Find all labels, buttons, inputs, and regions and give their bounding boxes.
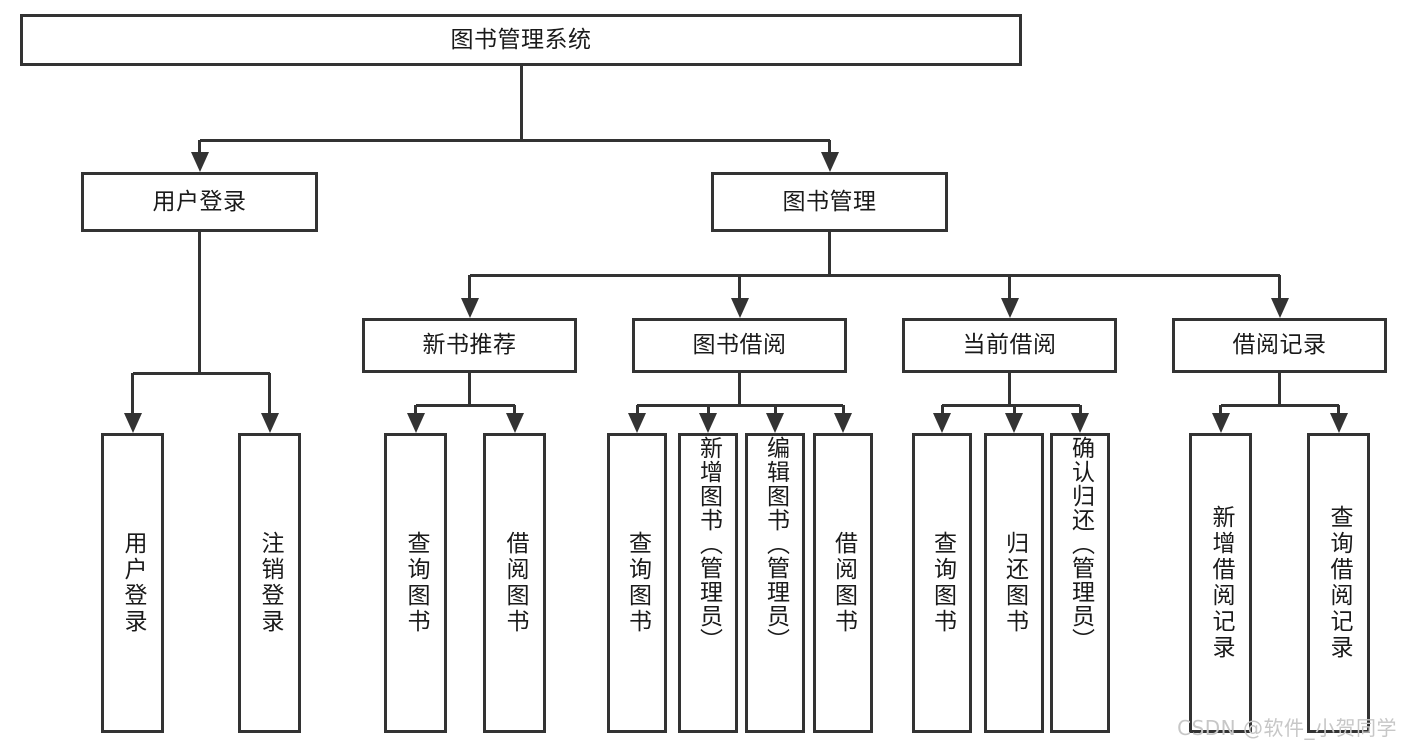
node-leaf-label: 确认归还（管理员） [1067, 436, 1094, 652]
node-level3-label: 借阅记录 [1232, 332, 1327, 359]
connector-vertical [414, 405, 417, 413]
node-root-label: 图书管理系统 [450, 26, 592, 53]
node-leaf-label: 编辑图书（管理员） [762, 436, 789, 652]
node-leaf-0[interactable]: 用户登录 [101, 433, 164, 733]
connector-borrow-record-bus [1220, 403, 1339, 407]
node-leaf-label: 注销登录 [257, 531, 283, 635]
connector-vertical [706, 405, 710, 413]
connector-vertical [1078, 405, 1082, 413]
node-level3-3[interactable]: 借阅记录 [1172, 318, 1387, 373]
node-leaf-2[interactable]: 查询图书 [384, 433, 447, 733]
node-leaf-label: 新增借阅记录 [1208, 505, 1234, 661]
arrow-head-icon [730, 298, 749, 318]
arrow-head-icon [1005, 413, 1023, 433]
node-level2-0[interactable]: 用户登录 [81, 172, 318, 232]
node-leaf-9[interactable]: 归还图书 [984, 433, 1044, 733]
connector-vertical [198, 140, 201, 152]
connector-vertical [773, 405, 777, 413]
node-level3-label: 新书推荐 [422, 332, 517, 359]
arrow-head-icon [699, 413, 717, 433]
connector-book-borrow-bus [637, 403, 843, 407]
node-leaf-label: 新增图书（管理员） [695, 436, 722, 652]
arrow-head-icon [766, 413, 784, 433]
connector-mgmt-stem [828, 232, 831, 275]
arrow-head-icon [1270, 298, 1289, 318]
node-level2-1[interactable]: 图书管理 [711, 172, 948, 232]
arrow-head-icon [406, 413, 425, 433]
connector-vertical [738, 275, 741, 298]
connector-login-stem [198, 232, 201, 373]
connector-vertical [635, 405, 639, 413]
connector-vertical [940, 405, 944, 413]
connector-vertical [268, 373, 271, 413]
node-level3-label: 图书借阅 [692, 332, 787, 359]
connector-root-stem [519, 66, 523, 140]
connector-new-book-stem [468, 373, 471, 405]
connector-vertical [841, 405, 845, 413]
arrow-head-icon [1211, 413, 1230, 433]
node-root[interactable]: 图书管理系统 [20, 14, 1022, 66]
connector-vertical [1012, 405, 1016, 413]
node-level3-0[interactable]: 新书推荐 [362, 318, 577, 373]
connector-vertical [828, 140, 831, 152]
node-level2-label: 图书管理 [782, 188, 877, 215]
node-leaf-1[interactable]: 注销登录 [238, 433, 301, 733]
arrow-head-icon [628, 413, 646, 433]
node-leaf-4[interactable]: 查询图书 [607, 433, 667, 733]
arrow-head-icon [260, 413, 279, 433]
connector-vertical [1008, 275, 1011, 298]
node-leaf-label: 归还图书 [1001, 531, 1028, 635]
node-leaf-7[interactable]: 借阅图书 [813, 433, 873, 733]
arrow-head-icon [1000, 298, 1019, 318]
node-leaf-label: 查询图书 [403, 531, 429, 635]
connector-vertical [131, 373, 134, 413]
node-leaf-10[interactable]: 确认归还（管理员） [1050, 433, 1110, 733]
connector-vertical [1337, 405, 1340, 413]
connector-new-book-bus [415, 403, 515, 407]
connector-vertical [513, 405, 516, 413]
connector-current-borrow-stem [1008, 373, 1011, 405]
arrow-head-icon [1071, 413, 1089, 433]
arrow-head-icon [820, 152, 839, 172]
node-leaf-12[interactable]: 查询借阅记录 [1307, 433, 1370, 733]
node-leaf-label: 借阅图书 [502, 531, 528, 635]
node-level3-label: 当前借阅 [962, 332, 1057, 359]
node-level3-1[interactable]: 图书借阅 [632, 318, 847, 373]
node-level2-label: 用户登录 [152, 188, 247, 215]
arrow-head-icon [460, 298, 479, 318]
arrow-head-icon [834, 413, 852, 433]
connector-book-borrow-stem [738, 373, 741, 405]
node-leaf-label: 查询图书 [624, 531, 651, 635]
node-leaf-5[interactable]: 新增图书（管理员） [678, 433, 738, 733]
arrow-head-icon [505, 413, 524, 433]
node-level3-2[interactable]: 当前借阅 [902, 318, 1117, 373]
arrow-head-icon [933, 413, 951, 433]
node-leaf-label: 用户登录 [120, 531, 146, 635]
node-leaf-8[interactable]: 查询图书 [912, 433, 972, 733]
connector-mgmt-bus [469, 273, 1280, 277]
connector-current-borrow-bus [942, 403, 1080, 407]
node-leaf-6[interactable]: 编辑图书（管理员） [745, 433, 805, 733]
connector-vertical [468, 275, 471, 298]
node-leaf-3[interactable]: 借阅图书 [483, 433, 546, 733]
connector-borrow-record-stem [1278, 373, 1281, 405]
connector-root-bus [199, 138, 830, 142]
connector-vertical [1278, 275, 1281, 298]
arrow-head-icon [123, 413, 142, 433]
arrow-head-icon [190, 152, 209, 172]
node-leaf-11[interactable]: 新增借阅记录 [1189, 433, 1252, 733]
node-leaf-label: 查询图书 [929, 531, 956, 635]
node-leaf-label: 借阅图书 [830, 531, 857, 635]
arrow-head-icon [1329, 413, 1348, 433]
node-leaf-label: 查询借阅记录 [1326, 505, 1352, 661]
connector-login-bus [132, 371, 270, 375]
connector-vertical [1219, 405, 1222, 413]
